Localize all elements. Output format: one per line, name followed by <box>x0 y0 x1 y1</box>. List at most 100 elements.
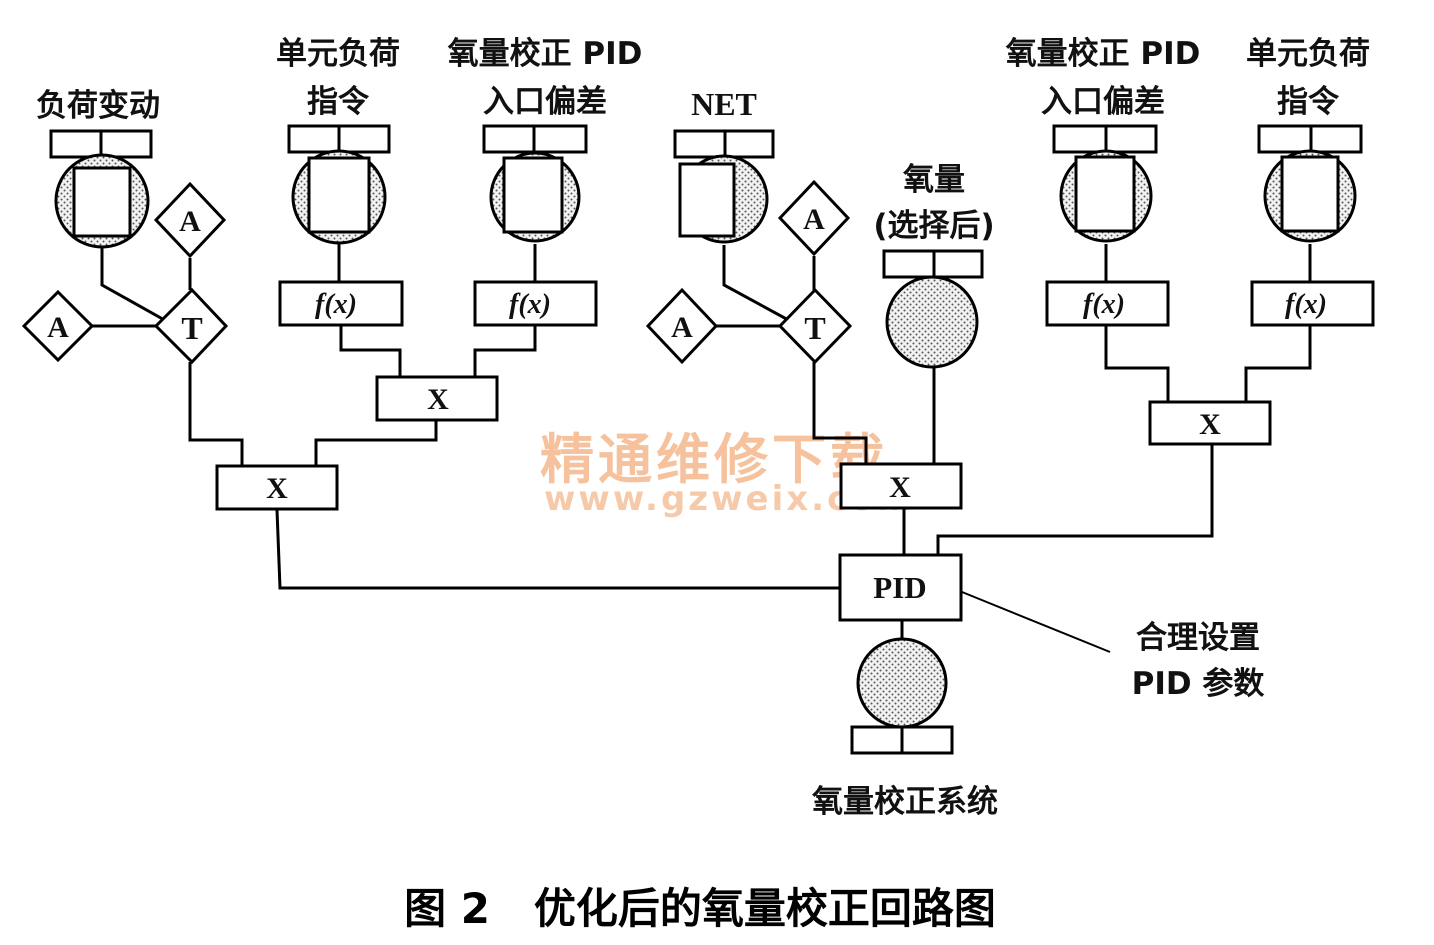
multiplier-block-center[interactable]: X <box>839 462 963 510</box>
tag-right-cell <box>1104 124 1158 154</box>
multiplier-box <box>1148 400 1272 446</box>
tag-left-cell <box>850 725 904 755</box>
multiplier-box <box>375 375 499 422</box>
transfer-label: T <box>181 310 202 346</box>
multiplier-box <box>839 462 963 510</box>
indicator-circle <box>856 637 948 729</box>
analog-label: A <box>671 311 693 344</box>
multiplier-box <box>215 464 339 511</box>
input-labels: 负荷变动 单元负荷 指令 氧量校正 PID 入口偏差 NET 氧量 (选择后) … <box>36 36 1370 244</box>
function-label: f(x) <box>1285 289 1327 320</box>
analog-label: A <box>47 311 69 344</box>
annotation-leader-line <box>961 591 1111 653</box>
signal-lines <box>92 244 1312 653</box>
label-pid-inlet-dev-left-line1: 氧量校正 PID <box>448 36 643 72</box>
function-box <box>1250 280 1375 327</box>
function-box <box>278 280 404 327</box>
tag-left-cell <box>482 124 536 154</box>
indicator-window <box>1280 155 1340 233</box>
diamond-shape <box>777 287 853 365</box>
line-load-change-to-t <box>100 245 169 324</box>
pid-label: PID <box>873 570 926 605</box>
line-fx-right-to-x-mid <box>473 325 537 377</box>
line-x-left-to-pid <box>275 509 840 590</box>
tag-left-cell <box>882 249 936 279</box>
label-unit-load-cmd-left-line2: 指令 <box>307 84 370 120</box>
station-oxygen-selected[interactable] <box>882 249 984 369</box>
function-block-3[interactable]: f(x) <box>1045 280 1170 327</box>
function-box <box>473 280 598 327</box>
tag-right-cell <box>532 124 588 154</box>
function-block-2[interactable]: f(x) <box>473 280 598 327</box>
line-fx-right-a-to-x <box>1104 325 1170 402</box>
figure-caption: 图 2 优化后的氧量校正回路图 <box>404 884 996 933</box>
tag-left-cell <box>673 129 727 159</box>
label-unit-load-cmd-right-line1: 单元负荷 <box>1246 36 1370 72</box>
analog-block-right-side[interactable]: A <box>645 287 719 365</box>
transfer-block-left[interactable]: T <box>153 287 229 365</box>
label-net: NET <box>691 86 757 122</box>
line-t-right-to-x <box>812 362 868 464</box>
label-pid-inlet-dev-left-line2: 入口偏差 <box>483 84 607 120</box>
tag-left-cell <box>287 124 341 154</box>
label-oxygen-selected-line2: (选择后) <box>873 208 994 244</box>
multiplier-block-right[interactable]: X <box>1148 400 1272 446</box>
line-fx-left-to-x-mid <box>339 325 402 377</box>
diamond-shape <box>153 287 229 365</box>
tag-left-cell <box>49 129 103 159</box>
label-pid-inlet-dev-right-line1: 氧量校正 PID <box>1006 36 1201 72</box>
annotation-line1: 合理设置 <box>1136 620 1260 656</box>
multiplier-label: X <box>266 472 288 505</box>
function-block-1[interactable]: f(x) <box>278 280 404 327</box>
output-label: 氧量校正系统 <box>812 784 998 820</box>
indicator-window <box>307 156 371 234</box>
tag-right-cell <box>900 725 954 755</box>
function-label: f(x) <box>315 289 357 320</box>
tag-right-cell <box>99 129 153 159</box>
multiplier-block-mid[interactable]: X <box>375 375 499 422</box>
diamond-shape <box>21 289 95 363</box>
analog-block-left-side[interactable]: A <box>21 289 95 363</box>
line-x-mid-to-x-bottom-left <box>314 421 438 466</box>
tag-right-cell <box>932 249 984 279</box>
pid-annotation: 合理设置 PID 参数 <box>1132 620 1265 702</box>
line-net-to-t <box>722 245 793 324</box>
station-unit-load-cmd-right[interactable] <box>1257 124 1363 243</box>
annotation-line2: PID 参数 <box>1132 666 1265 702</box>
label-oxygen-selected-line1: 氧量 <box>903 162 965 198</box>
function-block-4[interactable]: f(x) <box>1250 280 1375 327</box>
tag-left-cell <box>1257 124 1313 154</box>
station-pid-inlet-dev-right[interactable] <box>1052 124 1158 243</box>
tag-right-cell <box>723 129 775 159</box>
tag-right-cell <box>1309 124 1363 154</box>
function-box <box>1045 280 1170 327</box>
function-label: f(x) <box>509 289 551 320</box>
transfer-block-right[interactable]: T <box>777 287 853 365</box>
station-output[interactable] <box>850 637 954 755</box>
function-label: f(x) <box>1083 289 1125 320</box>
label-unit-load-cmd-right-line2: 指令 <box>1277 84 1340 120</box>
pid-box <box>838 553 963 622</box>
station-unit-load-cmd-left[interactable] <box>287 124 391 245</box>
pid-block[interactable]: PID <box>838 553 963 622</box>
station-load-change[interactable] <box>49 129 153 249</box>
tag-left-cell <box>1052 124 1108 154</box>
station-net[interactable] <box>673 129 775 244</box>
indicator-window <box>1074 155 1136 233</box>
label-pid-inlet-dev-right-line2: 入口偏差 <box>1041 84 1165 120</box>
multiplier-label: X <box>1199 408 1221 441</box>
analog-block-left-top[interactable]: A <box>153 181 227 259</box>
tag-right-cell <box>337 124 391 154</box>
indicator-window <box>72 166 132 238</box>
diamond-shape <box>645 287 719 365</box>
line-x-right-to-pid <box>936 444 1214 554</box>
indicator-circle <box>885 275 979 369</box>
indicator-window <box>502 156 564 234</box>
label-load-change: 负荷变动 <box>36 88 160 124</box>
analog-block-right-top[interactable]: A <box>777 179 851 257</box>
multiplier-block-left[interactable]: X <box>215 464 339 511</box>
indicator-window <box>678 162 736 238</box>
station-pid-inlet-dev-left[interactable] <box>482 124 588 243</box>
analog-label: A <box>179 205 201 238</box>
